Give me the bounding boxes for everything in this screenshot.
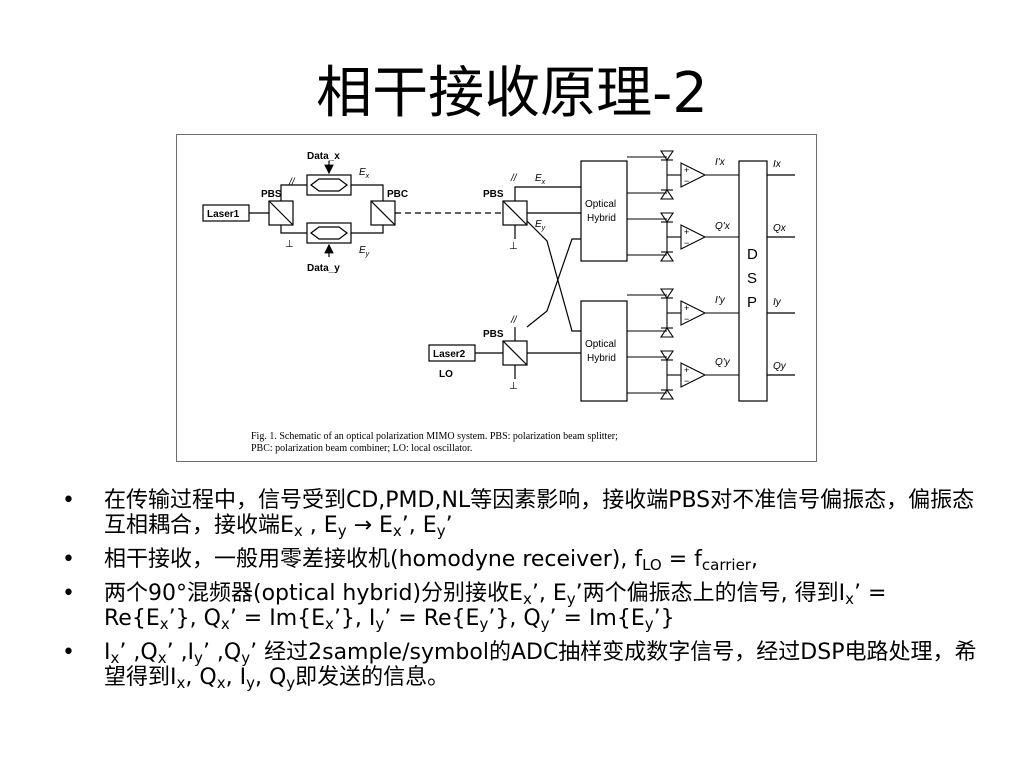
bullet-item-3: • 两个90°混频器(optical hybrid)分别接收Ex’, Ey’两个…: [62, 581, 887, 633]
perp-mark-2: ⊥: [509, 241, 518, 252]
amplifier-icon: [680, 300, 707, 326]
lo-label: LO: [439, 369, 453, 380]
laser1-label: Laser1: [207, 209, 240, 220]
minus-sign: −: [684, 376, 689, 386]
bullet-list: • 在传输过程中，信号受到CD,PMD,NL等因素影响，接收端PBS对不准信号偏…: [62, 488, 982, 699]
hybrid2-hybrid: Hybrid: [587, 353, 616, 364]
photodiode-icon: [659, 251, 675, 262]
modulator-y: [306, 222, 352, 244]
bullet-marker: •: [62, 488, 75, 513]
parallel-mark-1: //: [288, 177, 296, 188]
optical-hybrid-2: [580, 300, 628, 402]
slide-title: 相干接收原理-2: [316, 61, 708, 126]
minus-sign: −: [684, 238, 689, 248]
system-schematic-figure: +−+−+−+− Laser1 PBS Data_x Data_y PBC PB…: [176, 134, 817, 462]
parallel-mark-2: //: [510, 173, 518, 184]
photodiode-icon: [659, 189, 675, 200]
hybrid2-optical: Optical: [585, 339, 616, 350]
bullet-marker: •: [62, 640, 75, 665]
photodiode-icon: [659, 288, 675, 299]
dsp-letter-d: D: [747, 246, 758, 263]
plus-sign: +: [684, 365, 689, 375]
bullet-marker: •: [62, 547, 75, 572]
ix-in-label: I'x: [715, 157, 726, 168]
iy-in-label: I'y: [715, 295, 726, 306]
perp-mark-3: ⊥: [509, 381, 518, 392]
minus-sign: −: [684, 314, 689, 324]
dsp-box: [738, 160, 768, 402]
qy-in-label: Q'y: [715, 357, 731, 368]
pbs1-label: PBS: [261, 189, 282, 200]
plus-sign: +: [684, 165, 689, 175]
pbs3-label: PBS: [483, 329, 504, 340]
ey-prime-label: Ey: [535, 219, 546, 232]
bullet-item-4: • Ix’ ,Qx’ ,Iy’ ,Qy’ 经过2sample/symbol的AD…: [62, 640, 977, 692]
amplifier-icon: [680, 224, 707, 250]
ix-out-label: Ix: [773, 159, 782, 170]
data-x-label: Data_x: [307, 151, 340, 162]
bullet-item-1: • 在传输过程中，信号受到CD,PMD,NL等因素影响，接收端PBS对不准信号偏…: [62, 488, 975, 540]
photodiode-icon: [659, 212, 675, 223]
ex-label: Ex: [359, 167, 370, 180]
dsp-letter-p: P: [747, 294, 757, 311]
figure-caption-line1: Fig. 1. Schematic of an optical polariza…: [251, 431, 618, 442]
ex-prime-label: Ex: [535, 173, 546, 186]
optical-hybrid-1: [580, 160, 628, 262]
photodiode-icon: [659, 327, 675, 338]
modulator-x: [306, 174, 352, 196]
perp-mark-1: ⊥: [285, 239, 294, 250]
ey-label: Ey: [359, 245, 370, 258]
figure-caption-line2: PBC: polarization beam combiner; LO: loc…: [251, 443, 472, 454]
pbc-label: PBC: [387, 189, 408, 200]
bullet-item-2: • 相干接收，一般用零差接收机(homodyne receiver), fLO …: [62, 547, 758, 574]
qx-out-label: Qx: [773, 223, 787, 234]
qx-in-label: Q'x: [715, 221, 731, 232]
parallel-mark-3: //: [510, 315, 518, 326]
minus-sign: −: [684, 176, 689, 186]
plus-sign: +: [684, 303, 689, 313]
qy-out-label: Qy: [773, 361, 787, 372]
laser2-label: Laser2: [433, 349, 466, 360]
plus-sign: +: [684, 227, 689, 237]
photodiode-icon: [659, 350, 675, 361]
data-y-label: Data_y: [307, 263, 340, 274]
dsp-letter-s: S: [747, 270, 757, 287]
photodiode-icon: [659, 389, 675, 400]
iy-out-label: Iy: [773, 297, 782, 308]
hybrid1-hybrid: Hybrid: [587, 213, 616, 224]
pbs2-label: PBS: [483, 189, 504, 200]
bullet-marker: •: [62, 581, 75, 606]
detector-stages: +−+−+−+−: [627, 150, 739, 400]
amplifier-icon: [680, 162, 707, 188]
hybrid1-optical: Optical: [585, 199, 616, 210]
photodiode-icon: [659, 150, 675, 161]
amplifier-icon: [680, 362, 707, 388]
